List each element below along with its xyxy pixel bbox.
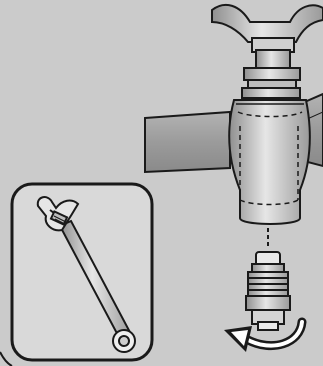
supply-pipe	[144, 110, 231, 174]
adjustable-wrench-icon	[36, 196, 136, 353]
rotate-counterclockwise-arrow-icon	[224, 317, 307, 352]
valve-stem	[241, 49, 301, 99]
faucet-handle	[211, 3, 323, 53]
frame-corner	[0, 351, 13, 366]
valve-body	[228, 99, 311, 225]
valve-cartridge	[245, 251, 291, 331]
